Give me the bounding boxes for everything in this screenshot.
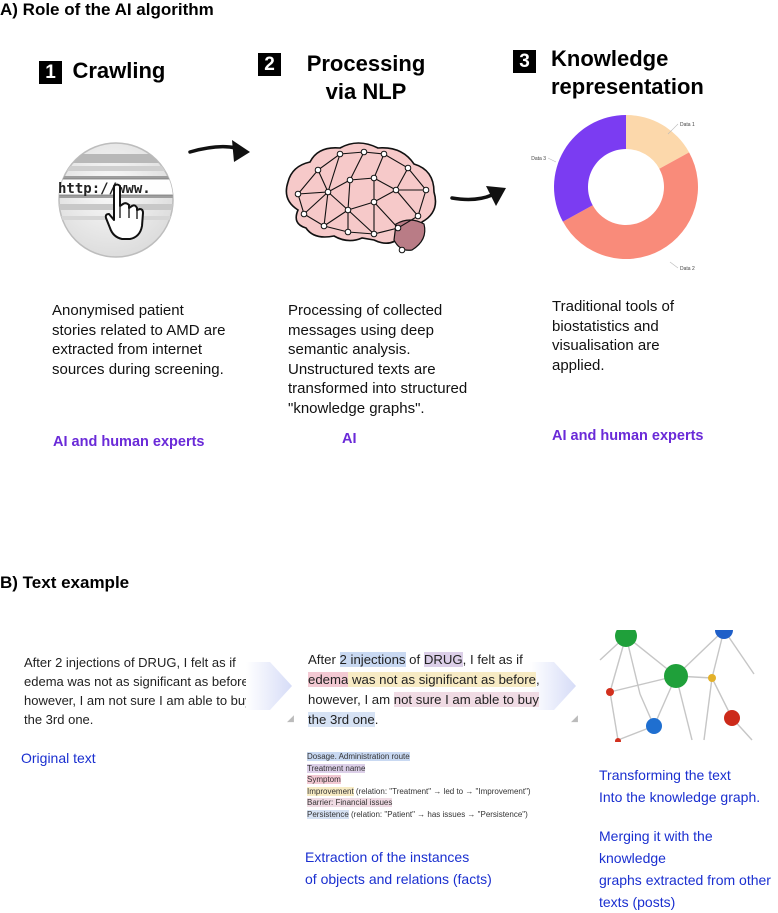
annotated-barrier: not sure I am able to buy [393, 692, 539, 707]
arrow-2-icon [450, 186, 506, 206]
annotated-symptom: edema [308, 672, 349, 687]
section-b-title: B) Text example [0, 573, 130, 592]
donut-label-1: Data 1 [680, 122, 695, 128]
annotated-plain: of [405, 652, 424, 667]
donut-slice-3 [554, 115, 626, 222]
step-2-desc-line: Processing of collected [288, 302, 443, 319]
donut-label-2: Data 2 [680, 266, 695, 272]
donut-label-3: Data 3 [531, 156, 546, 162]
original-text: After 2 injections of DRUG, I felt as if… [24, 653, 252, 729]
step-2-title-line-1: Processing [306, 51, 426, 76]
step-1-actor: AI and human experts [53, 434, 205, 450]
step-2-number: 2 [258, 53, 281, 76]
step-1-number: 1 [39, 61, 62, 84]
step-1-desc-line: sources during screening. [52, 360, 224, 378]
hand-cursor-icon [104, 183, 144, 240]
browser-cursor-illustration: http://www. [58, 142, 174, 258]
annotated-improvement: was not as significant as before [348, 672, 536, 687]
legend-persistence: Persistence [307, 809, 349, 819]
step-2-desc-line: Unstructured texts are [288, 360, 436, 378]
step-2-actor: AI [342, 431, 357, 447]
donut-slice-1 [626, 115, 690, 169]
step-1-desc-line: Anonymised patient [52, 302, 184, 319]
legend-dosage: Dosage. Administration route [307, 752, 410, 761]
step-3-desc-line: biostatistics and [552, 317, 659, 335]
step-2-title-line-2: via NLP [325, 79, 407, 104]
step-2-number-badge: 2 [258, 53, 281, 76]
step-1-description: Anonymised patient stories related to AM… [52, 301, 225, 379]
step-1-title: Crawling [72, 58, 166, 83]
step-1-desc-line: stories related to AMD are [52, 321, 226, 339]
legend-treatment: Treatment name [307, 763, 366, 773]
donut-leader-line [547, 157, 557, 163]
step-2-title: Processing via NLP [296, 50, 436, 106]
extraction-caption-line: Extraction of the instances [305, 849, 470, 865]
step-3-number: 3 [513, 50, 536, 73]
step-3-actor: AI and human experts [552, 428, 704, 444]
legend-symptom: Symptom [307, 775, 341, 784]
annotated-plain: , [536, 672, 540, 687]
annotated-plain: . [374, 712, 379, 727]
step-1-header: 1 Crawling [39, 57, 165, 85]
graph-caption-line: texts (posts) [599, 894, 676, 910]
step-2-desc-line: messages using deep [288, 321, 434, 339]
step-3-desc-line: visualisation are [552, 337, 660, 354]
original-text-caption: Original text [21, 750, 96, 766]
annotated-plain: , I felt as if [462, 652, 523, 667]
brain-network-icon [285, 142, 437, 254]
step-3-title-line-2: representation [551, 74, 704, 99]
step-3-number-badge: 3 [513, 50, 536, 73]
graph-caption-line: Into the knowledge graph. [599, 789, 761, 805]
annotated-text: After 2 injections of DRUG, I felt as if… [308, 650, 540, 730]
original-text-line: however, I am not sure I am able to buy [24, 693, 252, 708]
donut-chart: Data 1 Data 2 Data 3 [531, 115, 698, 272]
resize-corner-icon: ◢ [287, 713, 294, 723]
knowledge-graph-illustration [599, 630, 755, 742]
step-3-title: Knowledge representation [551, 45, 704, 101]
annotated-persistence: the 3rd one [308, 712, 375, 727]
annotated-treatment: DRUG [423, 652, 463, 667]
annotated-dosage: 2 injections [339, 652, 406, 667]
resize-corner-icon: ◢ [571, 713, 578, 723]
step-3-title-line-1: Knowledge [551, 46, 669, 71]
entity-legend: Dosage. Administration route Treatment n… [307, 751, 531, 820]
step-2-desc-line: semantic analysis. [288, 341, 411, 358]
annotated-plain: however, I am [308, 692, 394, 707]
chevron-right-icon [530, 662, 576, 710]
legend-improvement-relation: (relation: "Treatment" → led to → "Impro… [353, 786, 531, 796]
extraction-caption: Extraction of the instances of objects a… [305, 846, 492, 890]
original-text-line: edema was not as significant as before, [24, 674, 253, 689]
original-text-line: After 2 injections of DRUG, I felt as if [24, 655, 236, 670]
donut-leader-line [667, 123, 679, 135]
graph-caption-transform: Transforming the text Into the knowledge… [599, 764, 760, 808]
donut-slice-2 [562, 152, 698, 259]
section-a-title: A) Role of the AI algorithm [0, 0, 214, 19]
legend-persistence-relation: (relation: "Patient" → has issues → "Per… [348, 809, 528, 819]
graph-caption-line: Transforming the text [599, 767, 731, 783]
step-3-description: Traditional tools of biostatistics and v… [552, 297, 674, 375]
arrow-1-icon [188, 140, 250, 162]
chevron-right-icon [246, 662, 292, 710]
legend-improvement: Improvement [307, 786, 354, 796]
legend-barrier: Barrier: Financial issues [307, 798, 393, 807]
original-text-line: the 3rd one. [24, 712, 94, 727]
extraction-caption-line: of objects and relations (facts) [305, 871, 492, 887]
graph-caption-line: graphs extracted from other [599, 872, 771, 888]
step-2-desc-line: "knowledge graphs". [288, 399, 425, 417]
step-1-desc-line: extracted from internet [52, 341, 203, 358]
graph-caption-merge: Merging it with the knowledge graphs ext… [599, 825, 778, 913]
url-text: http://www. [58, 181, 151, 197]
graph-caption-line: Merging it with the knowledge [599, 828, 713, 866]
annotated-plain: After [308, 652, 340, 667]
step-3-desc-line: Traditional tools of [552, 298, 675, 315]
donut-leader-line [669, 261, 679, 269]
step-2-desc-line: transformed into structured [288, 380, 468, 397]
step-2-description: Processing of collected messages using d… [288, 301, 467, 418]
step-3-desc-line: applied. [552, 356, 605, 374]
